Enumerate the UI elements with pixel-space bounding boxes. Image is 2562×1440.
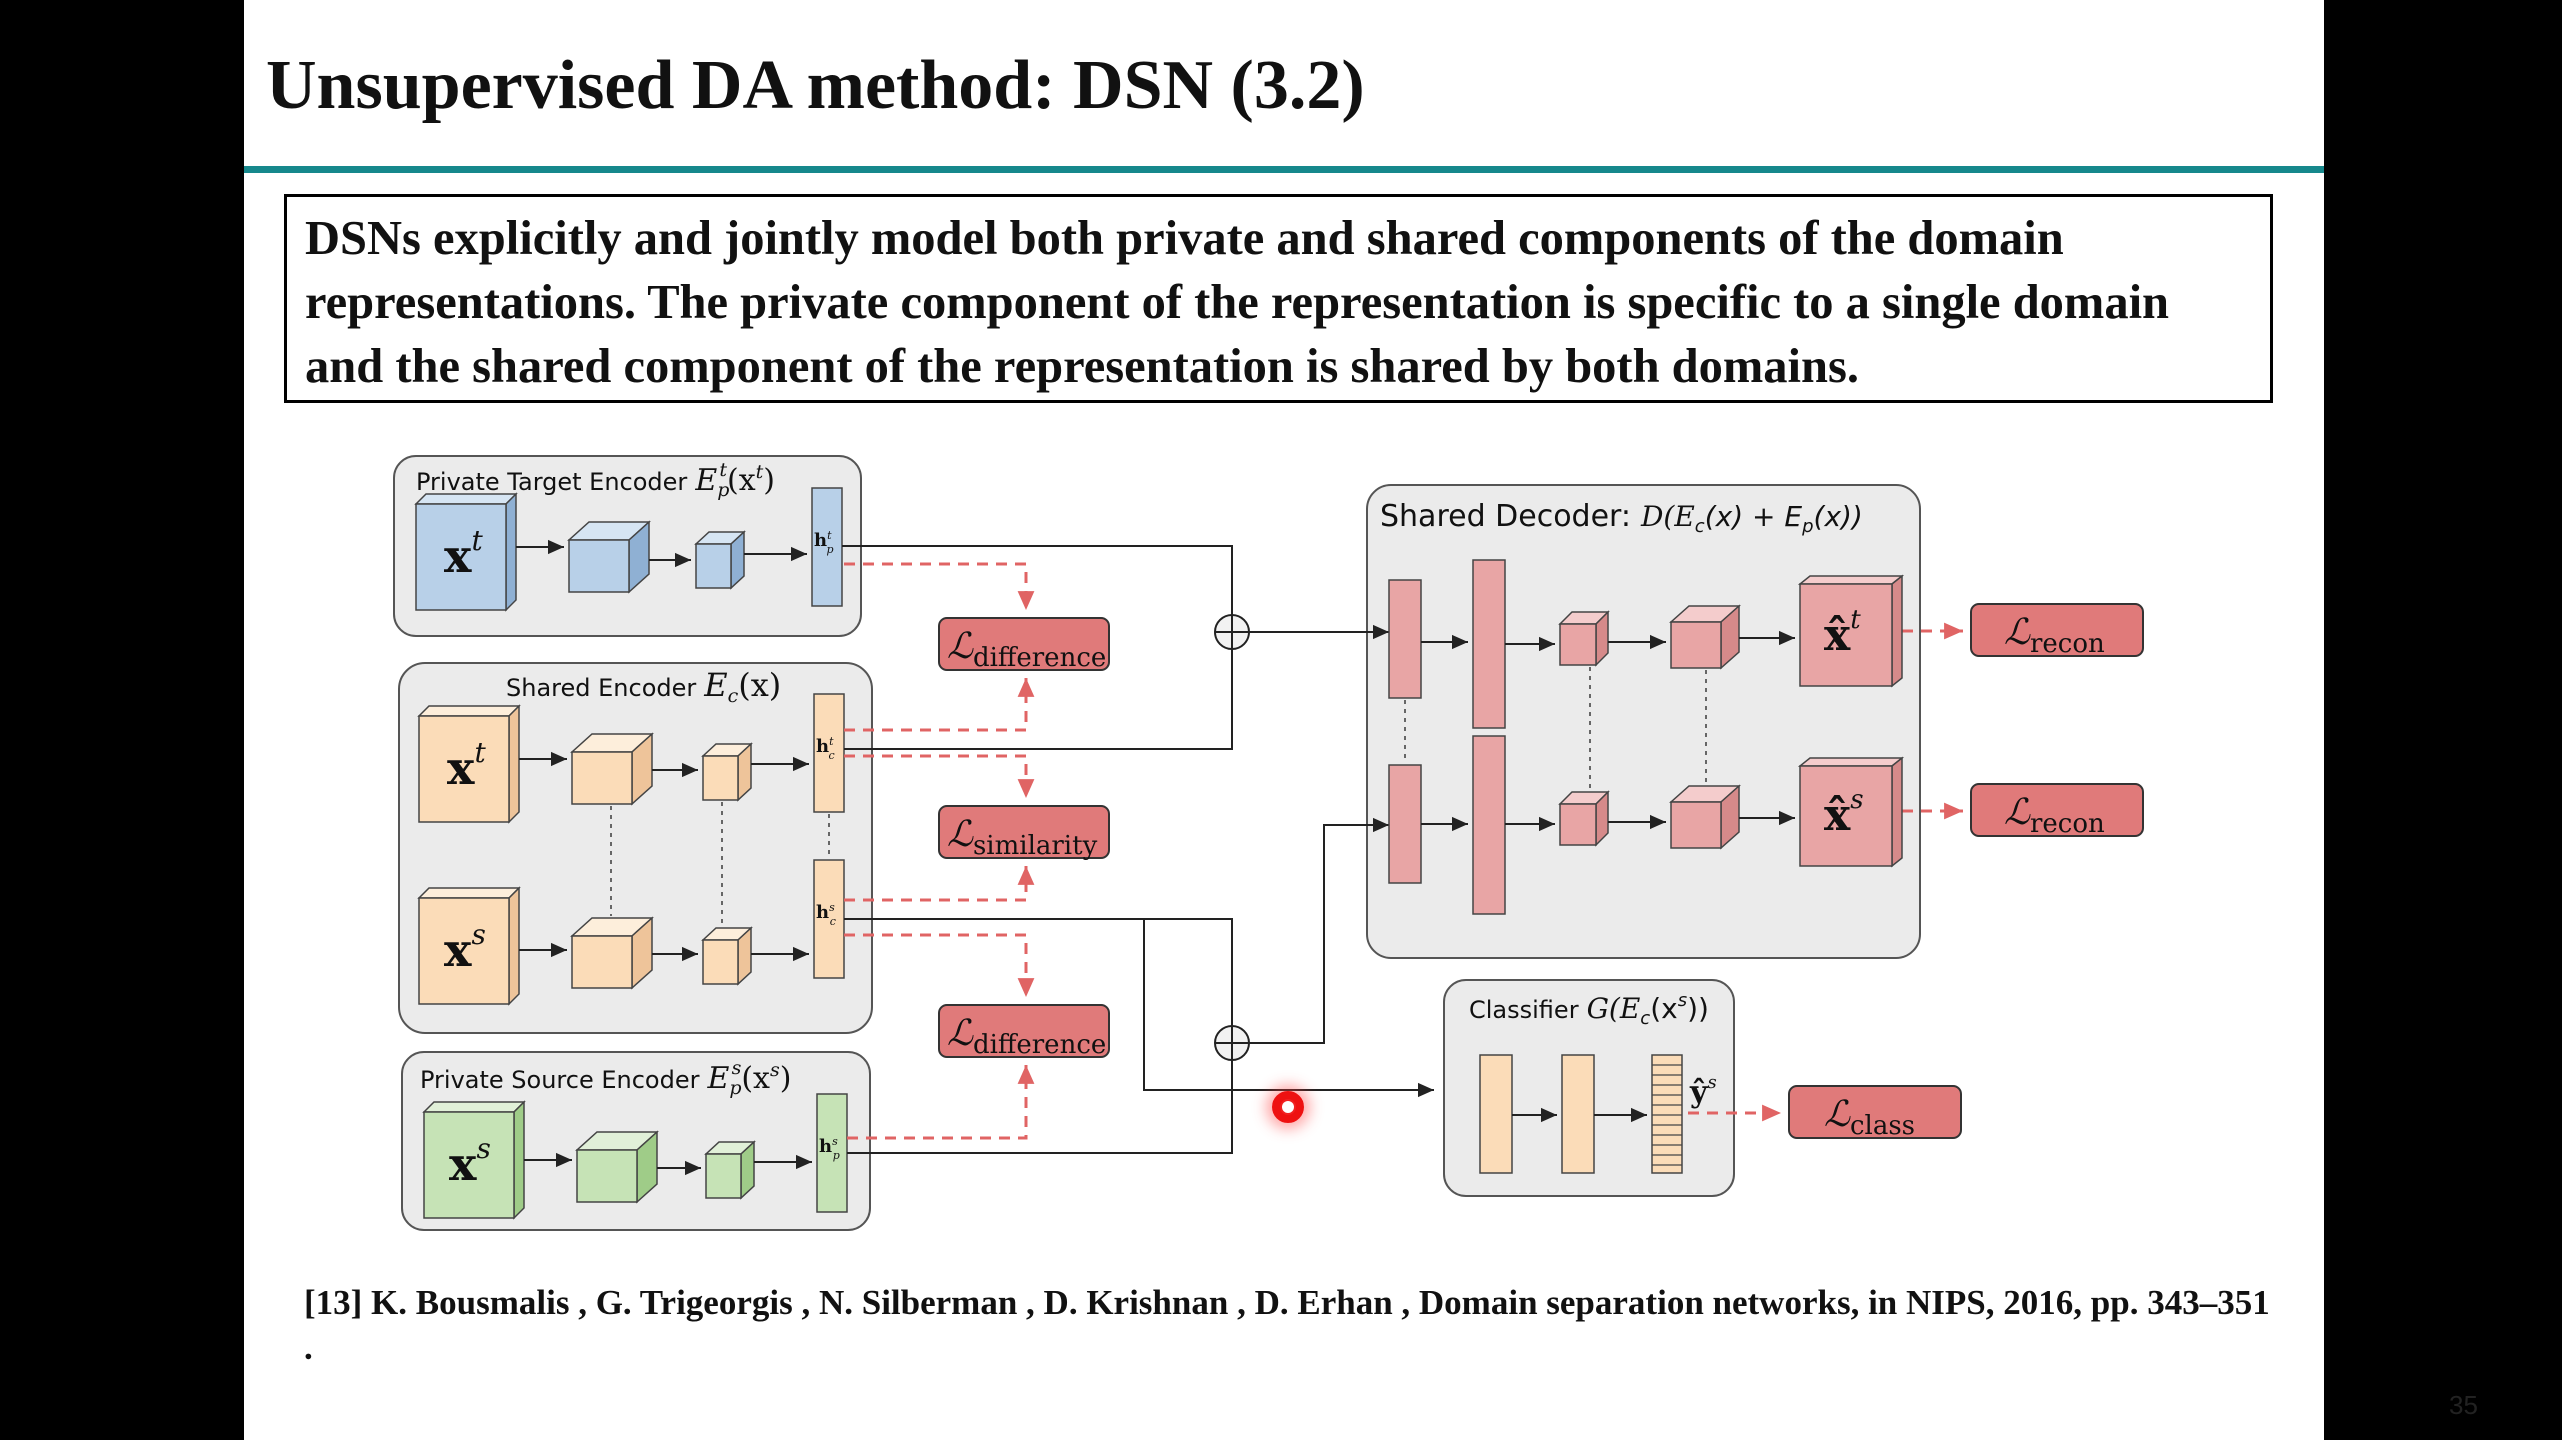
decoder-target-fc-1 bbox=[1388, 579, 1422, 699]
loss-difference-top: ℒdifference bbox=[938, 617, 1110, 673]
sum-node-bottom bbox=[1214, 1025, 1250, 1061]
decoder-source-layer-1 bbox=[1558, 790, 1610, 847]
citation-reference: [13] K. Bousmalis , G. Trigeorgis , N. S… bbox=[304, 1283, 2270, 1367]
private-source-layer-1 bbox=[575, 1130, 659, 1204]
loss-recon-source: ℒrecon bbox=[1970, 783, 2144, 839]
shared-target-input: xt bbox=[417, 704, 521, 824]
decoder-target-layer-2 bbox=[1669, 604, 1741, 670]
classifier-output-label: ŷs bbox=[1689, 1072, 1717, 1110]
private-target-input: xt bbox=[414, 492, 518, 612]
svg-text:ℒdifference: ℒdifference bbox=[947, 1013, 1106, 1060]
sum-node-top bbox=[1214, 614, 1250, 650]
title-divider bbox=[244, 166, 2324, 173]
loss-recon-target: ℒrecon bbox=[1970, 603, 2144, 659]
decoder-source-fc-2 bbox=[1472, 735, 1506, 915]
svg-text:x̂t: x̂t bbox=[1824, 605, 1861, 661]
svg-text:htc: htc bbox=[816, 735, 835, 762]
loss-class: ℒclass bbox=[1788, 1085, 1962, 1141]
private-source-layer-2 bbox=[704, 1140, 756, 1200]
shared-source-layer-2 bbox=[701, 926, 753, 986]
summary-box: DSNs explicitly and jointly model both p… bbox=[284, 194, 2273, 403]
decoder-source-layer-2 bbox=[1669, 784, 1741, 850]
classifier-fc-1 bbox=[1479, 1054, 1513, 1174]
private-source-input: xs bbox=[422, 1100, 526, 1220]
shared-target-layer-1 bbox=[570, 732, 654, 806]
shared-decoder-title: Shared Decoder:D(Ec(x) + Ep(x)) bbox=[1380, 499, 1863, 537]
private-target-layer-1 bbox=[567, 520, 651, 594]
svg-text:ℒdifference: ℒdifference bbox=[947, 626, 1106, 673]
classifier-fc-2 bbox=[1561, 1054, 1595, 1174]
classifier-output-vector bbox=[1651, 1054, 1683, 1174]
shared-decoder-panel bbox=[1366, 484, 1921, 959]
loss-similarity: ℒsimilarity bbox=[938, 805, 1110, 861]
decoder-source-fc-1 bbox=[1388, 764, 1422, 884]
loss-difference-bottom: ℒdifference bbox=[938, 1004, 1110, 1060]
svg-text:xs: xs bbox=[444, 918, 486, 977]
summary-text: DSNs explicitly and jointly model both p… bbox=[305, 212, 2170, 393]
svg-text:xt: xt bbox=[444, 524, 483, 583]
decoder-target-output: x̂t bbox=[1797, 574, 1905, 688]
shared-target-layer-2 bbox=[701, 742, 753, 802]
private-target-layer-2 bbox=[694, 530, 746, 590]
decoder-target-layer-1 bbox=[1558, 610, 1610, 667]
svg-text:hsp: hsp bbox=[819, 1135, 840, 1162]
shared-source-input: xs bbox=[417, 886, 521, 1006]
record-cursor-icon bbox=[1272, 1091, 1304, 1123]
slide-title: Unsupervised DA method: DSN (3.2) bbox=[266, 47, 1365, 124]
page-number: 35 bbox=[2449, 1390, 2478, 1420]
svg-text:xt: xt bbox=[447, 736, 486, 795]
decoder-target-fc-2 bbox=[1472, 559, 1506, 729]
svg-text:xs: xs bbox=[449, 1132, 491, 1191]
svg-text:hsc: hsc bbox=[816, 901, 836, 928]
decoder-source-output: x̂s bbox=[1797, 756, 1905, 868]
svg-text:ℒrecon: ℒrecon bbox=[2004, 612, 2105, 659]
svg-text:x̂s: x̂s bbox=[1824, 785, 1864, 841]
shared-source-layer-1 bbox=[570, 916, 654, 990]
svg-text:ℒsimilarity: ℒsimilarity bbox=[947, 814, 1098, 861]
svg-text:ℒclass: ℒclass bbox=[1824, 1094, 1915, 1141]
svg-text:htp: htp bbox=[814, 529, 834, 556]
svg-text:ℒrecon: ℒrecon bbox=[2004, 792, 2105, 839]
